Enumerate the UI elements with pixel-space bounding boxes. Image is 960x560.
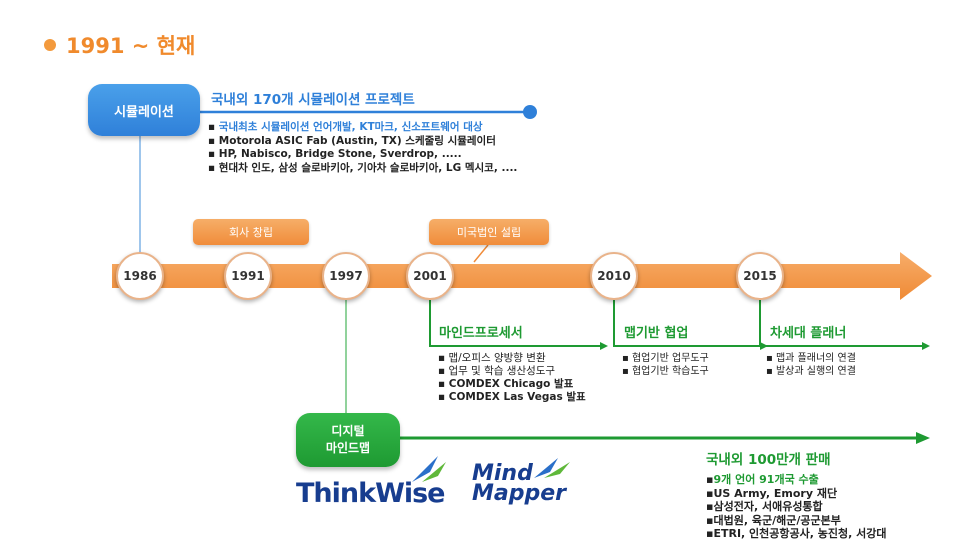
section-heading: 1991 ~ 현재 xyxy=(44,30,195,60)
list-item: ▪삼성전자, 서애유성통합 xyxy=(706,500,823,513)
list-item: ▪ 현대차 인도, 삼성 슬로바키아, 기아차 슬로바키아, LG 멕시코, .… xyxy=(208,161,518,174)
simulation-title: 국내외 170개 시뮬레이션 프로젝트 xyxy=(211,92,415,108)
list-item: ▪ COMDEX Las Vegas 발표 xyxy=(438,391,586,403)
simulation-line-end xyxy=(523,105,537,119)
founding-tag-label: 회사 창립 xyxy=(229,226,273,239)
mindmapper-word-1: Mind xyxy=(472,461,533,486)
digital-label-line1: 디지털 xyxy=(331,424,365,438)
list-item: ▪ 업무 및 학습 생산성도구 xyxy=(438,365,556,377)
thinkwise-logo: ThinkWise xyxy=(296,454,456,510)
list-item: ▪ 국내최초 시뮬레이션 언어개발, KT마크, 신소프트웨어 대상 xyxy=(208,121,483,133)
founding-tag: 회사 창립 xyxy=(193,219,309,245)
year-1991: 1991 xyxy=(224,252,272,300)
mindprocessor-list: ▪ 맵/오피스 양방향 변환 ▪ 업무 및 학습 생산성도구 ▪ COMDEX … xyxy=(438,352,586,404)
mindmapper-word-2: Mapper xyxy=(472,481,567,506)
list-item: ▪ HP, Nabisco, Bridge Stone, Sverdrop, .… xyxy=(208,148,462,160)
list-item: ▪ COMDEX Chicago 발표 xyxy=(438,378,574,390)
digital-line-head xyxy=(916,432,930,444)
list-item: ▪ 협업기반 학습도구 xyxy=(622,366,709,377)
list-item: ▪9개 언어 91개국 수출 xyxy=(706,473,819,486)
list-item: ▪ 맵과 플래너의 연결 xyxy=(766,353,856,364)
mindprocessor-branch xyxy=(429,300,600,347)
mindmapper-swoosh-icon xyxy=(534,458,570,478)
list-item: ▪ETRI, 인천공항공사, 농진청, 서강대 xyxy=(706,527,887,540)
thinkwise-swoosh-icon xyxy=(412,456,446,482)
year-1997: 1997 xyxy=(322,252,370,300)
planner-title: 차세대 플래너 xyxy=(770,326,847,341)
mindmapper-logo: Mind Mapper xyxy=(470,456,580,512)
digital-title: 국내외 100만개 판매 xyxy=(706,452,831,468)
planner-list: ▪ 맵과 플래너의 연결 ▪ 발상과 실행의 연결 xyxy=(766,352,856,378)
collab-list: ▪ 협업기반 업무도구 ▪ 협업기반 학습도구 xyxy=(622,352,709,378)
heading-text: 1991 ~ 현재 xyxy=(66,34,196,58)
list-item: ▪ 발상과 실행의 연결 xyxy=(766,366,856,377)
digital-mindmap-pill: 디지털 마인드맵 xyxy=(296,413,400,467)
year-2015: 2015 xyxy=(736,252,784,300)
list-item: ▪ Motorola ASIC Fab (Austin, TX) 스케줄링 시뮬… xyxy=(208,134,496,147)
us-corp-tag-label: 미국법인 설립 xyxy=(456,226,522,239)
digital-label-line2: 마인드맵 xyxy=(325,441,371,455)
mindprocessor-title: 마인드프로세서 xyxy=(439,326,523,341)
us-corp-tag: 미국법인 설립 xyxy=(429,219,549,245)
year-2010: 2010 xyxy=(590,252,638,300)
collab-title: 맵기반 협업 xyxy=(624,326,689,341)
main-timeline-arrow xyxy=(112,252,932,300)
thinkwise-wordmark: ThinkWise xyxy=(296,478,445,509)
mindmapper-wordmark: Mind Mapper xyxy=(472,461,567,506)
planner-branch xyxy=(759,300,922,347)
bullet-dot xyxy=(44,39,56,51)
year-1986: 1986 xyxy=(116,252,164,300)
simulation-list: ▪ 국내최초 시뮬레이션 언어개발, KT마크, 신소프트웨어 대상 ▪ Mot… xyxy=(208,121,517,175)
us-tag-connector xyxy=(473,244,489,263)
collab-branch xyxy=(613,300,760,347)
list-item: ▪대법원, 육군/해군/공군본부 xyxy=(706,513,841,527)
simulation-label: 시뮬레이션 xyxy=(114,104,174,120)
list-item: ▪ 협업기반 업무도구 xyxy=(622,353,709,364)
year-2001: 2001 xyxy=(406,252,454,300)
digital-list: ▪9개 언어 91개국 수출 ▪US Army, Emory 재단 ▪삼성전자,… xyxy=(706,473,887,541)
list-item: ▪US Army, Emory 재단 xyxy=(706,486,838,500)
simulation-pill: 시뮬레이션 xyxy=(88,84,200,136)
list-item: ▪ 맵/오피스 양방향 변환 xyxy=(438,352,546,364)
